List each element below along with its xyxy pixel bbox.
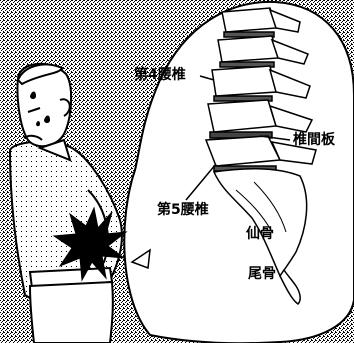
label-l4: 第4腰椎 — [134, 67, 186, 83]
label-intervertebral-disc: 椎間板 — [293, 132, 335, 148]
vertebra-l5 — [206, 136, 280, 166]
vertebra-l4 — [212, 66, 276, 96]
label-sacrum: 仙骨 — [246, 226, 274, 242]
label-coccyx: 尾骨 — [248, 266, 276, 282]
man-trousers — [30, 282, 113, 343]
label-l5: 第5腰椎 — [157, 202, 209, 218]
